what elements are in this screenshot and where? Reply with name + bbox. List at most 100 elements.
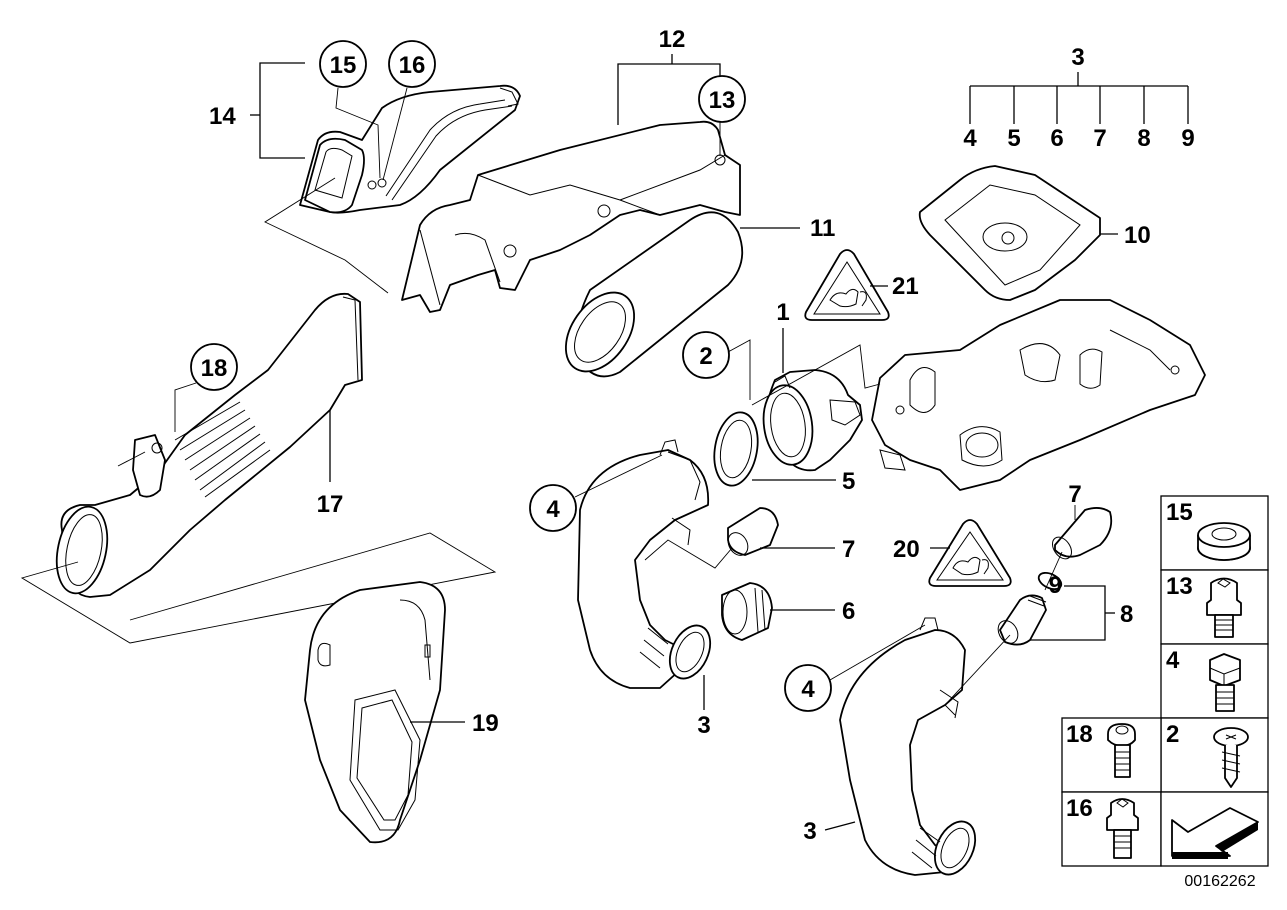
callout-4-lower[interactable]: 4 [784, 624, 926, 712]
svg-text:7: 7 [1068, 481, 1081, 508]
legend-box-15[interactable]: 15 [1160, 495, 1269, 571]
callout-4-upper[interactable]: 4 [529, 454, 663, 532]
part-1-air-mass-meter[interactable] [759, 369, 863, 472]
svg-text:16: 16 [1066, 795, 1093, 822]
connector-line-18 [117, 451, 146, 467]
group-14-bracket: 14 [209, 62, 305, 159]
hex-socket-screw-icon [1206, 577, 1242, 638]
warning-triangle-21[interactable] [804, 249, 890, 321]
svg-text:13: 13 [1166, 573, 1193, 600]
svg-text:6: 6 [842, 598, 855, 625]
label-3-child-7: 7 [1093, 125, 1106, 152]
svg-text:11: 11 [810, 215, 835, 242]
callout-9[interactable]: 9 [1049, 572, 1062, 599]
callout-3-lower[interactable]: 3 [803, 818, 856, 845]
svg-text:17: 17 [317, 491, 344, 518]
svg-text:1: 1 [776, 299, 789, 326]
svg-text:4: 4 [546, 496, 560, 523]
tapping-screw-icon [1213, 727, 1249, 788]
part-9-o-ring[interactable] [1036, 570, 1064, 593]
callout-17[interactable]: 17 [317, 410, 344, 518]
part-7-sleeve-upper[interactable] [724, 507, 779, 559]
label-3-child-9: 9 [1181, 125, 1194, 152]
svg-text:16: 16 [399, 52, 426, 79]
group-3-tree: 3 4 5 6 7 8 9 [963, 44, 1194, 152]
svg-text:15: 15 [330, 52, 357, 79]
svg-text:13: 13 [709, 87, 736, 114]
callout-21[interactable]: 21 [870, 273, 919, 300]
label-3-child-4: 4 [963, 125, 977, 152]
svg-text:2: 2 [699, 343, 712, 370]
warning-triangle-20[interactable] [928, 519, 1012, 587]
legend-box-2[interactable]: 2 [1160, 717, 1269, 793]
label-3-child-8: 8 [1137, 125, 1150, 152]
connector-line-duct [20, 532, 497, 644]
label-3-child-5: 5 [1007, 125, 1020, 152]
group-8-bracket: 8 [1030, 585, 1133, 641]
socket-cap-screw-icon [1106, 798, 1139, 859]
svg-text:3: 3 [697, 712, 710, 739]
legend-box-4[interactable]: 4 [1160, 643, 1269, 719]
direction-arrow-icon [1171, 807, 1259, 859]
svg-text:18: 18 [201, 355, 228, 382]
callout-10[interactable]: 10 [1100, 222, 1151, 249]
label-8: 8 [1120, 601, 1133, 628]
connector-line-mam [751, 344, 881, 406]
callout-2-top[interactable]: 2 [682, 331, 751, 400]
part-3-hose-upper[interactable] [577, 439, 718, 689]
legend-box-18[interactable]: 18 [1061, 717, 1162, 793]
callout-16[interactable]: 16 [382, 40, 436, 181]
svg-text:18: 18 [1066, 721, 1093, 748]
label-14: 14 [209, 103, 236, 130]
callout-7-lower[interactable]: 7 [1068, 481, 1082, 520]
svg-text:4: 4 [1166, 647, 1180, 674]
document-number: 00162262 [1184, 873, 1255, 890]
callout-5[interactable]: 5 [752, 468, 855, 495]
part-7-sleeve-lower[interactable] [1049, 507, 1113, 563]
legend-box-13[interactable]: 13 [1160, 569, 1269, 645]
svg-text:5: 5 [842, 468, 855, 495]
callout-19[interactable]: 19 [410, 710, 499, 737]
callout-3-upper[interactable]: 3 [697, 675, 711, 739]
callout-13[interactable]: 13 [698, 75, 746, 156]
part-11-filter-cartridge[interactable] [552, 211, 744, 384]
legend-box-arrow[interactable] [1160, 791, 1269, 867]
group-12-bracket: 12 [617, 26, 721, 125]
connector-line-7 [644, 539, 733, 569]
svg-text:4: 4 [801, 676, 815, 703]
svg-text:9: 9 [1049, 572, 1062, 599]
callout-15[interactable]: 15 [319, 40, 381, 179]
label-12: 12 [659, 26, 686, 53]
svg-text:10: 10 [1124, 222, 1151, 249]
part-10-cover[interactable] [918, 165, 1101, 301]
svg-text:3: 3 [803, 818, 816, 845]
part-19-duct[interactable] [304, 581, 446, 844]
svg-text:2: 2 [1166, 721, 1179, 748]
part-17-intake-duct[interactable] [49, 292, 363, 598]
callout-6[interactable]: 6 [770, 598, 855, 625]
legend-number: 15 [1166, 499, 1193, 526]
callout-7-upper[interactable]: 7 [760, 536, 855, 563]
part-3-hose-lower[interactable] [839, 617, 983, 881]
legend-box-16[interactable]: 16 [1061, 791, 1162, 867]
callout-11[interactable]: 11 [740, 215, 835, 242]
label-3-child-6: 6 [1050, 125, 1063, 152]
label-3-parent: 3 [1071, 44, 1084, 71]
part-8-connector[interactable] [994, 594, 1047, 646]
plug-icon [1197, 522, 1251, 561]
callout-1[interactable]: 1 [776, 299, 790, 373]
connector-line-3-8 [944, 634, 1011, 716]
cylinder-head-cover [871, 299, 1206, 491]
callout-20[interactable]: 20 [893, 536, 950, 563]
svg-text:19: 19 [472, 710, 499, 737]
svg-text:20: 20 [893, 536, 920, 563]
hex-bolt-icon [1209, 653, 1241, 712]
connector-line-8-7 [1044, 551, 1063, 591]
callout-18-top[interactable]: 18 [174, 343, 238, 432]
part-14-intake-snorkel[interactable] [299, 84, 521, 214]
part-5-seal-ring[interactable] [709, 409, 763, 489]
svg-text:7: 7 [842, 536, 855, 563]
part-6-grommet[interactable] [721, 582, 773, 641]
part-12-filter-housing[interactable] [401, 120, 741, 313]
